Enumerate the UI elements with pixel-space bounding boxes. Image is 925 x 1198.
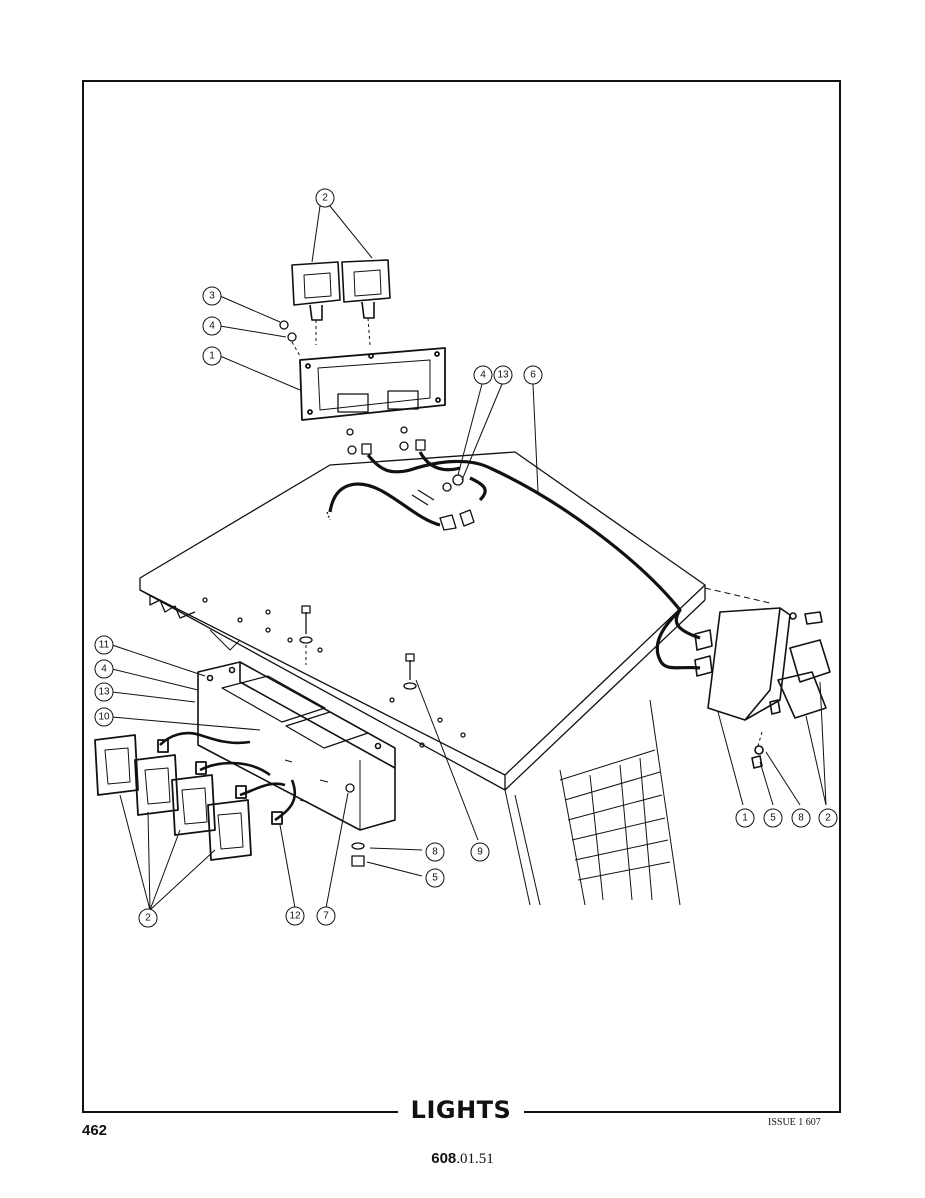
front-light-bar: [197, 661, 396, 831]
callout-label: 5: [770, 813, 776, 824]
callout-label: 13: [497, 370, 509, 381]
callout-label: 8: [798, 813, 804, 824]
callout-label: 1: [209, 351, 215, 362]
bolts: [299, 605, 417, 867]
issue-label: ISSUE 1 607: [768, 1117, 821, 1128]
callout-label: 4: [480, 370, 486, 381]
upper-mounting-plate: [299, 347, 446, 421]
leader-lines: [111, 205, 827, 911]
page-number: 462: [82, 1122, 108, 1139]
front-lamps: [94, 734, 283, 861]
callout-label: 4: [101, 664, 107, 675]
callout-label: 2: [825, 813, 831, 824]
document-code-major: 608: [431, 1150, 457, 1167]
callout-label: 13: [98, 687, 110, 698]
callout-label: 9: [477, 847, 483, 858]
top-lamps: [291, 259, 391, 346]
upper-fixings: [279, 320, 464, 492]
right-bracket: [694, 587, 823, 721]
page-title: LIGHTS: [410, 1096, 512, 1124]
document-code-minor: .01.51: [456, 1151, 494, 1167]
cab-roof: [139, 451, 706, 791]
front-light-wiring: [159, 731, 297, 822]
callout-label: 2: [322, 193, 328, 204]
wiring-harness: [328, 451, 701, 670]
title-block: LIGHTS: [398, 1094, 524, 1128]
right-lamps: [751, 639, 831, 769]
callout-label: 2: [145, 913, 151, 924]
callout-label: 11: [99, 640, 110, 651]
callout-label: 6: [530, 370, 536, 381]
callout-circles: [94, 188, 838, 928]
callout-label: 1: [742, 813, 748, 824]
document-code: 608.01.51: [0, 1150, 925, 1168]
callout-label: 5: [432, 873, 438, 884]
callout-label: 10: [98, 712, 110, 723]
callout-label: 4: [209, 321, 215, 332]
callout-label: 12: [289, 911, 301, 922]
callout-label: 3: [209, 291, 215, 302]
cab-body: [209, 629, 681, 906]
callout-label: 8: [432, 847, 438, 858]
callout-label: 7: [323, 911, 329, 922]
